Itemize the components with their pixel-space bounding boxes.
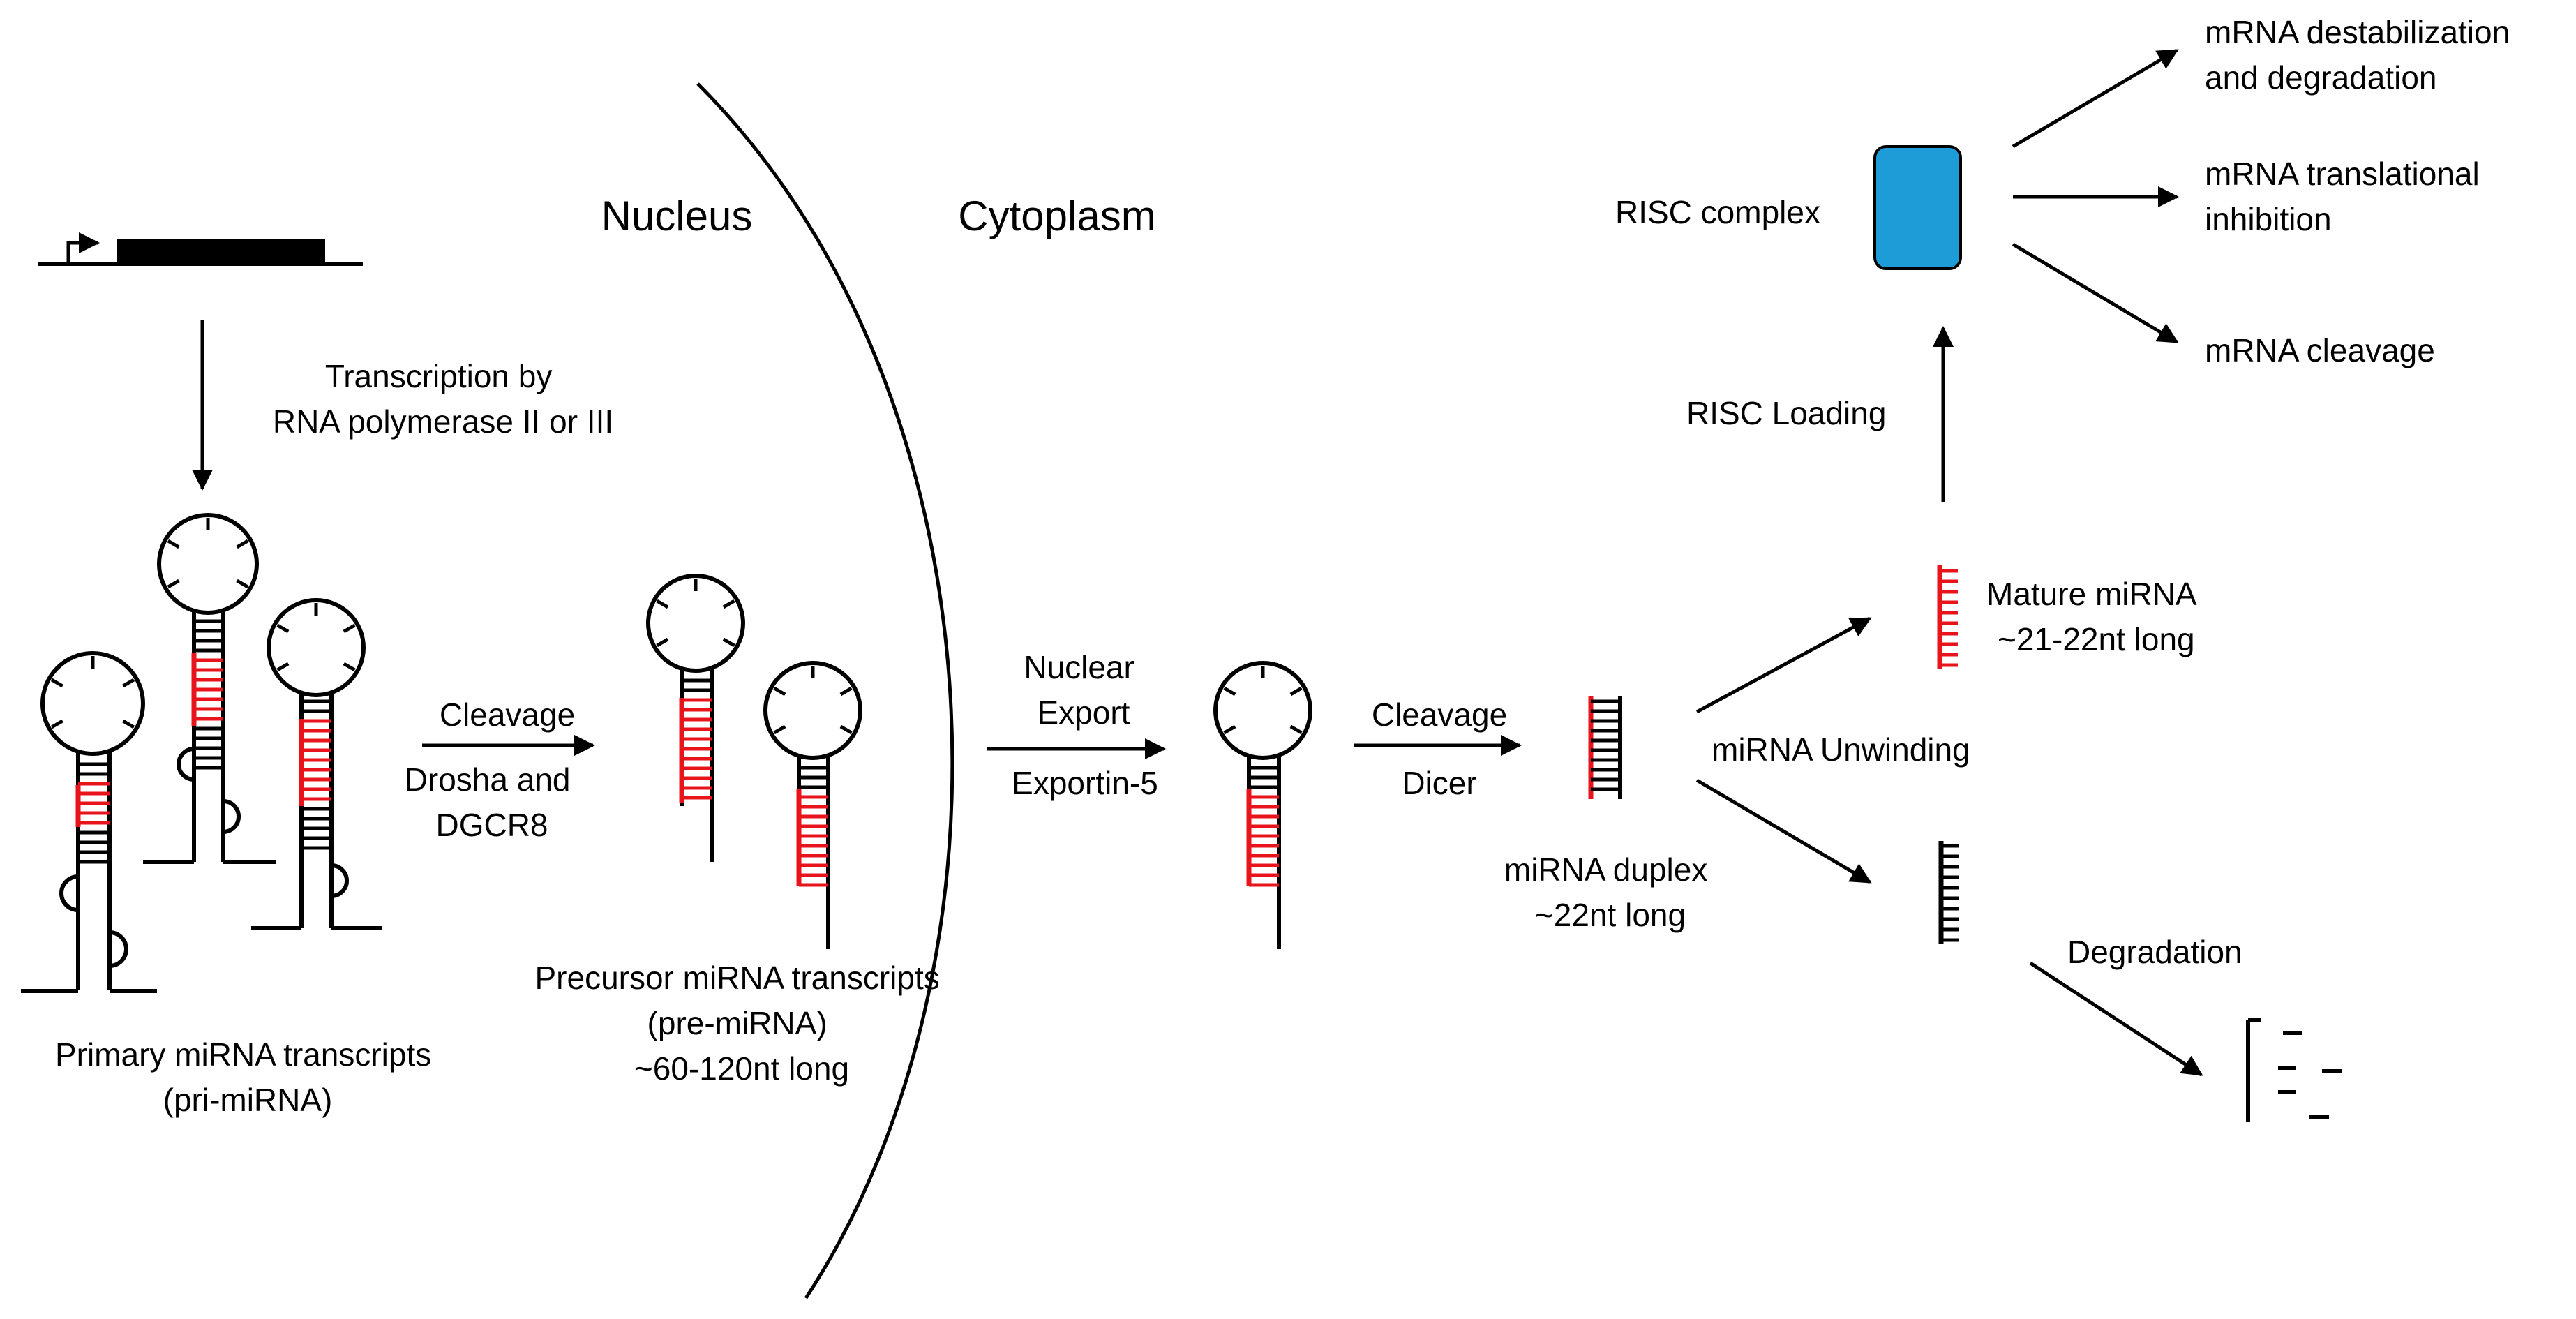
drosha-cleavage-label: Cleavage <box>440 696 575 733</box>
pre-hairpin-a-loop <box>646 574 745 673</box>
nucleus-label: Nucleus <box>601 193 753 239</box>
pri-mirna-label: Primary miRNA transcripts (pri-miRNA) <box>55 1036 440 1118</box>
outcome-inhibition-label: mRNA translational inhibition <box>2205 156 2489 237</box>
pri-hairpin-1-loop <box>40 651 145 756</box>
mature-mirna-label: Mature miRNA ~21-22nt long <box>1986 576 2204 657</box>
drosha-dgcr8-label: Drosha and DGCR8 <box>405 761 580 843</box>
mirna-unwinding-label: miRNA Unwinding <box>1712 731 1970 768</box>
unwinding-arrow-down <box>1695 778 1872 884</box>
exportin-5-label: Exportin-5 <box>1012 765 1158 801</box>
outcome-arrow-destabilization <box>2012 48 2179 149</box>
mirna-duplex-label: miRNA duplex ~22nt long <box>1504 851 1716 933</box>
nuclear-export-label: Nuclear Export <box>1024 649 1143 731</box>
dicer-label: Dicer <box>1402 765 1476 801</box>
degradation-arrow <box>2029 961 2203 1077</box>
degraded-fragments <box>2246 1018 2342 1122</box>
pre-hairpin-b-loop <box>763 661 862 760</box>
pre-mirna-label: Precursor miRNA transcripts (pre-miRNA) … <box>534 960 948 1087</box>
dicer-cleavage-label: Cleavage <box>1372 696 1507 733</box>
outcome-arrow-cleavage <box>2012 242 2179 344</box>
risc-complex <box>1873 145 1962 270</box>
nuclear-membrane <box>696 82 954 1299</box>
exported-hairpin-loop <box>1213 661 1312 760</box>
outcome-destabilization-label: mRNA destabilization and degradation <box>2205 14 2519 96</box>
gene-icon <box>38 232 363 266</box>
degradation-label: Degradation <box>2067 934 2242 970</box>
unwinding-arrow-up <box>1695 616 1872 714</box>
pri-hairpin-3-loop <box>267 598 366 697</box>
risc-loading-label: RISC Loading <box>1686 395 1886 431</box>
pri-hairpin-2-loop <box>157 513 259 615</box>
transcription-label: Transcription by RNA polymerase II or II… <box>273 358 613 440</box>
cytoplasm-label: Cytoplasm <box>958 193 1155 239</box>
outcome-cleavage-label: mRNA cleavage <box>2205 332 2435 368</box>
risc-complex-label: RISC complex <box>1615 194 1820 230</box>
